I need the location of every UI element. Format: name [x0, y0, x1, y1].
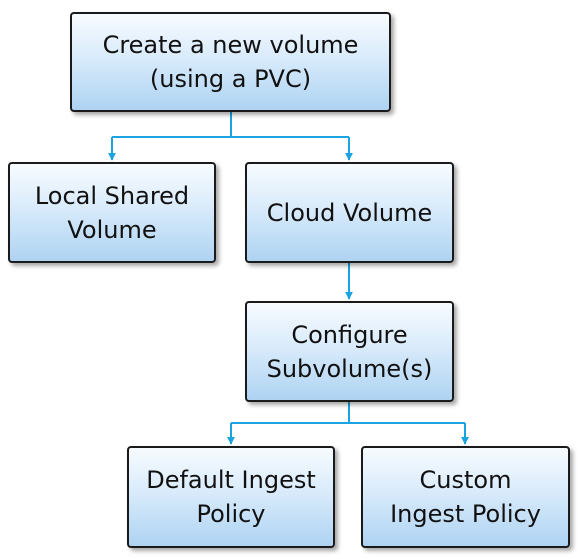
node-config-label: Configure Subvolume(s): [267, 318, 433, 386]
node-default-label: Default Ingest Policy: [146, 463, 316, 531]
node-local-line1: Local Shared: [34, 181, 190, 210]
node-config-line2: Subvolume(s): [266, 354, 433, 383]
connector-config-split: [231, 402, 465, 424]
node-default-ingest-policy: Default Ingest Policy: [127, 446, 335, 548]
connector-create-split: [112, 112, 349, 138]
node-custom-label: Custom Ingest Policy: [390, 463, 541, 531]
node-create-line2: (using a PVC): [149, 65, 312, 93]
node-default-line1: Default Ingest: [146, 466, 316, 494]
node-create-line1: Create a new volume: [102, 31, 359, 59]
node-local-shared-volume: Local Shared Volume: [8, 162, 216, 263]
node-cloud-volume: Cloud Volume: [245, 162, 454, 263]
node-create-label: Create a new volume (using a PVC): [103, 28, 359, 96]
node-cloud-label: Cloud Volume: [267, 196, 432, 230]
node-custom-line1: Custom: [419, 466, 512, 494]
node-custom-ingest-policy: Custom Ingest Policy: [361, 446, 570, 548]
node-custom-line2: Ingest Policy: [390, 500, 541, 528]
node-config-line1: Configure: [291, 320, 408, 349]
node-create-new-volume: Create a new volume (using a PVC): [70, 12, 391, 112]
node-local-line2: Volume: [67, 215, 157, 244]
node-default-line2: Policy: [196, 500, 266, 528]
node-configure-subvolumes: Configure Subvolume(s): [245, 301, 454, 402]
node-cloud-line1: Cloud Volume: [266, 198, 433, 227]
node-local-label: Local Shared Volume: [35, 179, 189, 247]
